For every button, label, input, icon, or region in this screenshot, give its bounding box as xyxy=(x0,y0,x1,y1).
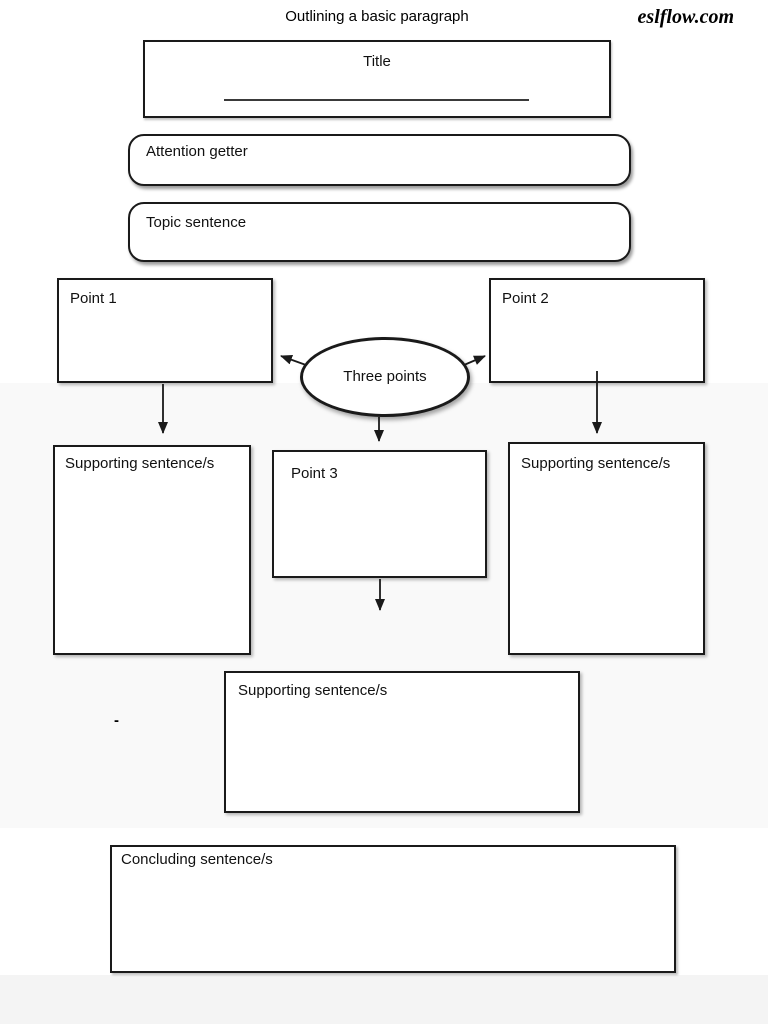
title-box-label: Title xyxy=(363,53,391,70)
concluding-box: Concluding sentence/s xyxy=(110,845,676,973)
supporting-left-label: Supporting sentence/s xyxy=(65,455,215,472)
stray-mark: - xyxy=(114,712,119,729)
supporting-center-box: Supporting sentence/s xyxy=(224,671,580,813)
topic-sentence-label: Topic sentence xyxy=(146,214,247,231)
arrow-ellipse-to-point-1 xyxy=(280,355,307,366)
supporting-right-label: Supporting sentence/s xyxy=(521,455,671,472)
three-points-ellipse: Three points xyxy=(300,337,470,417)
arrow-ellipse-to-point-2 xyxy=(463,355,486,366)
point-2-box: Point 2 xyxy=(489,278,705,383)
brand-logo: eslflow.com xyxy=(637,6,734,28)
supporting-center-label: Supporting sentence/s xyxy=(238,682,388,699)
attention-getter-box: Attention getter xyxy=(128,134,631,186)
point-1-label: Point 1 xyxy=(70,290,117,307)
title-underline xyxy=(224,99,529,101)
point-3-label: Point 3 xyxy=(291,465,338,482)
supporting-left-box: Supporting sentence/s xyxy=(53,445,251,655)
supporting-right-box: Supporting sentence/s xyxy=(508,442,705,655)
point-3-box: Point 3 xyxy=(272,450,487,578)
topic-sentence-box: Topic sentence xyxy=(128,202,631,262)
point-2-label: Point 2 xyxy=(502,290,549,307)
three-points-label: Three points xyxy=(343,368,427,385)
background-band-bottom xyxy=(0,975,768,1024)
title-box: Title xyxy=(143,40,611,118)
page-title: Outlining a basic paragraph xyxy=(285,8,469,25)
attention-getter-label: Attention getter xyxy=(146,143,248,160)
concluding-label: Concluding sentence/s xyxy=(121,851,273,868)
point-1-box: Point 1 xyxy=(57,278,273,383)
